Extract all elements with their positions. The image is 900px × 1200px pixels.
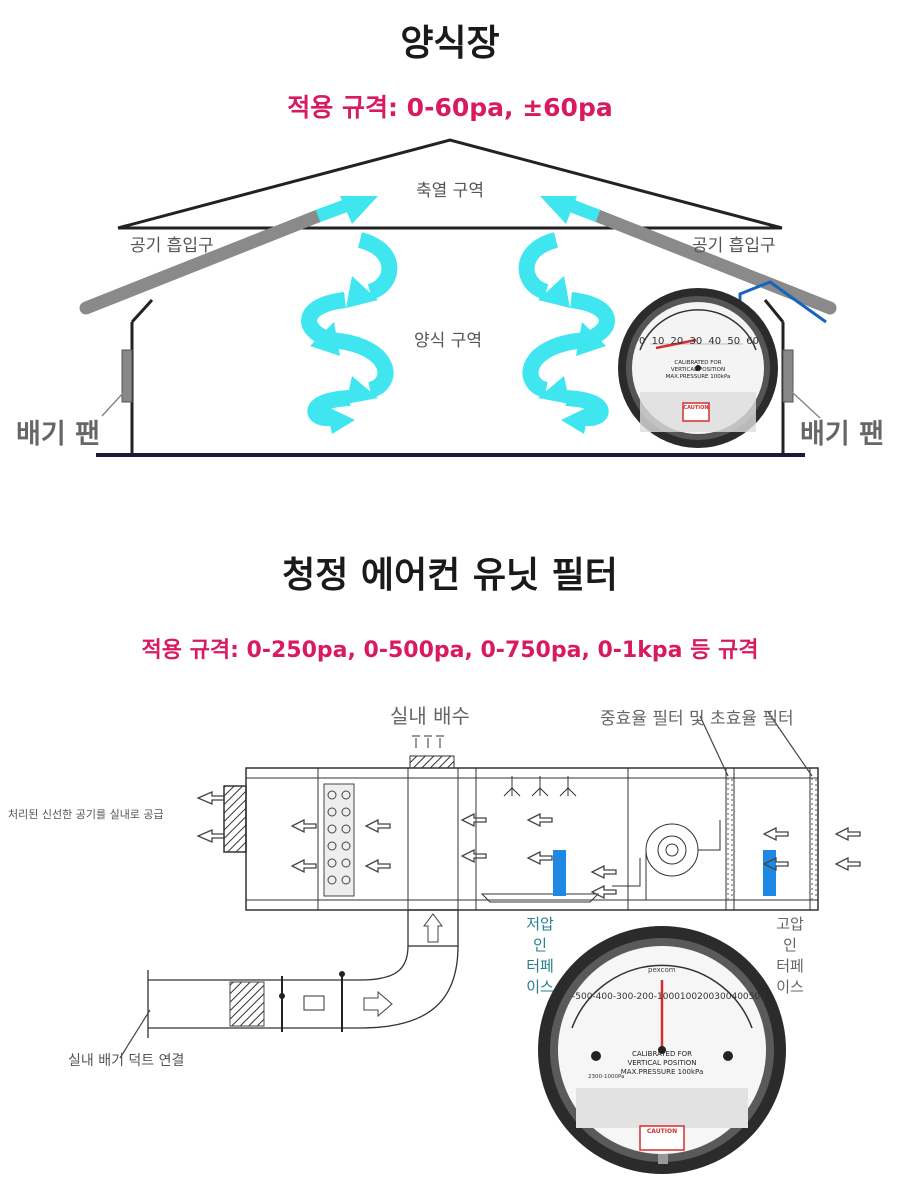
supply-fan bbox=[612, 820, 721, 900]
exhaust-fan-left-label: 배기 팬 bbox=[16, 419, 100, 450]
pressure-gauge-1 bbox=[618, 288, 778, 448]
supply-outlet bbox=[223, 785, 247, 853]
gauge1-caution: CAUTION bbox=[683, 405, 709, 411]
pressure-gauge-2 bbox=[538, 926, 786, 1174]
filter-media bbox=[727, 777, 817, 901]
gauge2-brand: pexcom bbox=[648, 966, 676, 974]
left-air-pipe bbox=[79, 209, 325, 315]
breeding-zone-label: 양식 구역 bbox=[414, 331, 482, 351]
vent-flap bbox=[738, 280, 827, 324]
air-inlet-left-label: 공기 흡입구 bbox=[130, 236, 214, 256]
air-inlet-right-label: 공기 흡입구 bbox=[692, 236, 776, 256]
exhaust-duct-label: 실내 배기 덕트 연결 bbox=[68, 1053, 185, 1069]
right-exhaust-fan bbox=[782, 349, 794, 403]
airflow-arrows bbox=[196, 791, 861, 900]
section1-title: 양식장 bbox=[400, 23, 500, 64]
gauge2-caption: CALIBRATED FOR VERTICAL POSITION MAX.PRE… bbox=[620, 1050, 704, 1076]
low-pressure-interface-label: 저압 인 터페 이스 bbox=[526, 915, 554, 996]
roof-line bbox=[117, 138, 783, 230]
ahu-diagram bbox=[119, 711, 861, 1174]
high-pressure-interface-label: 고압 인 터페 이스 bbox=[776, 915, 804, 996]
high-pressure-port bbox=[763, 850, 776, 896]
supply-air-label: 처리된 신선한 공기를 실내로 공급 bbox=[8, 808, 164, 821]
low-pressure-port bbox=[553, 850, 566, 896]
farm-diagram bbox=[79, 138, 837, 457]
right-air-pipe bbox=[591, 209, 837, 315]
exhaust-fan-right-label: 배기 팬 bbox=[800, 419, 884, 450]
heat-zone-label: 축열 구역 bbox=[416, 181, 484, 201]
filter-label: 중효율 필터 및 초효율 필터 bbox=[600, 709, 794, 729]
gauge2-range: 2300-1000Pa bbox=[588, 1074, 625, 1080]
section2-title: 청정 에어컨 유닛 필터 bbox=[282, 555, 618, 596]
gauge1-caption: CALIBRATED FOR VERTICAL POSITION MAX.PRE… bbox=[665, 360, 731, 380]
gauge2-caution: CAUTION bbox=[646, 1128, 678, 1135]
section1-spec: 적용 규격: 0-60pa, ±60pa bbox=[287, 93, 613, 122]
duct-damper bbox=[229, 981, 265, 1027]
left-airflow-arrows bbox=[301, 232, 398, 427]
left-exhaust-fan bbox=[121, 349, 133, 403]
section2-spec: 적용 규격: 0-250pa, 0-500pa, 0-750pa, 0-1kpa… bbox=[141, 638, 759, 663]
indoor-drain-label: 실내 배수 bbox=[390, 704, 470, 728]
